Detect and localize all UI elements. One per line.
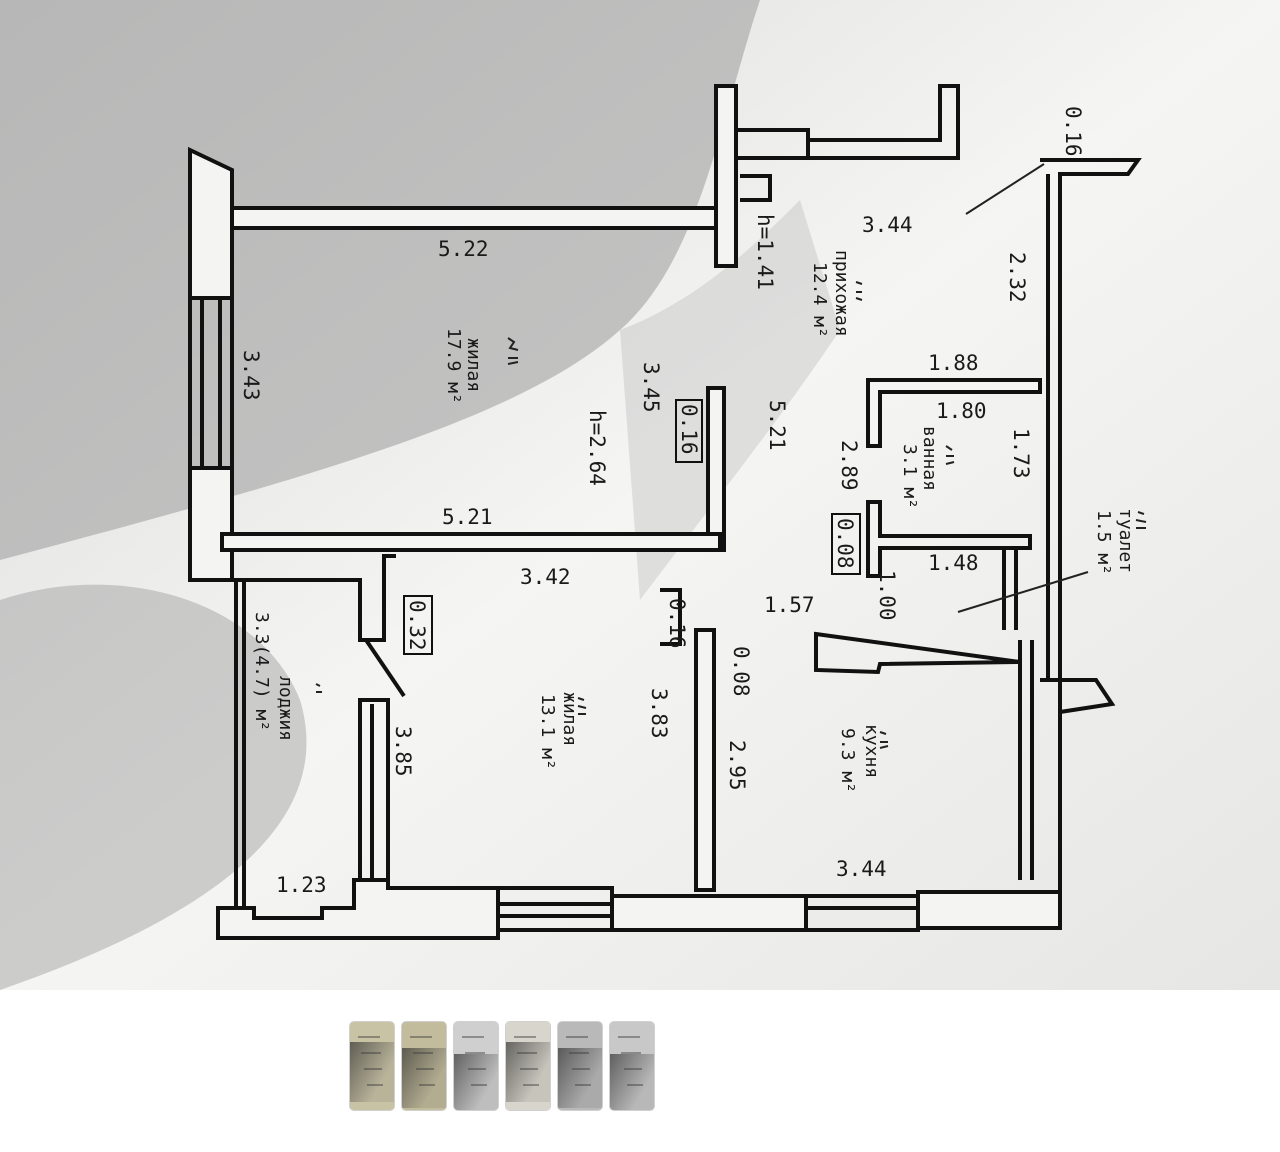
dim-label: 3.83 (647, 688, 671, 739)
gallery-thumbnail[interactable] (506, 1022, 550, 1110)
thumbnail-shadow (402, 1048, 446, 1108)
gallery-thumbnail[interactable] (454, 1022, 498, 1110)
dim-label: 0.16 (665, 598, 689, 649)
dim-label: 3.44 (862, 213, 913, 237)
thumbnail-plan-line (621, 1052, 641, 1054)
thumbnail-plan-line (416, 1068, 434, 1070)
room-name: лоджия (275, 676, 296, 741)
thumbnail-plan-line (624, 1068, 642, 1070)
room-area: 3.1 м² (899, 444, 920, 509)
room-name: прихожая (831, 250, 852, 337)
room-area: 12.4 м² (809, 262, 830, 338)
dim-label: 3.43 (239, 350, 263, 401)
dim-label: 1.57 (764, 593, 815, 617)
room-area: 1.5 м² (1093, 510, 1114, 575)
dim-label: 5.21 (442, 505, 493, 529)
dim-label: 2.89 (837, 440, 861, 491)
thumbnail-plan-line (569, 1052, 589, 1054)
dim-label: h=2.64 (585, 410, 609, 486)
shadow-center (620, 200, 840, 600)
thumbnail-shadow (454, 1054, 498, 1110)
gallery-thumbnail[interactable] (402, 1022, 446, 1110)
room-name: туалет (1115, 508, 1136, 573)
thumbnail-plan-line (514, 1036, 536, 1038)
gallery-thumbnail[interactable] (558, 1022, 602, 1110)
dim-label: 5.21 (765, 400, 789, 451)
gallery-thumbnail[interactable] (610, 1022, 654, 1110)
gallery-thumbnail[interactable] (350, 1022, 394, 1110)
thumbnail-shadow (506, 1042, 550, 1102)
dim-label: 1.00 (875, 570, 899, 621)
dim-label: 2.32 (1005, 252, 1029, 303)
dim-label: 1.73 (1009, 428, 1033, 479)
shadow-bottom-left (0, 584, 307, 990)
room-area: 13.1 м² (537, 694, 558, 770)
thumbnail-plan-line (575, 1084, 591, 1086)
dim-label: 1.48 (928, 551, 979, 575)
dim-label: 3.85 (391, 726, 415, 777)
thumbnail-plan-line (618, 1036, 640, 1038)
dim-label: 1.80 (936, 399, 987, 423)
room-name: жилая (463, 338, 484, 392)
thumbnail-plan-line (523, 1084, 539, 1086)
dim-label: 1.23 (276, 873, 327, 897)
room-name: ванная (919, 426, 940, 491)
floor-plan-drawing: 0.16 3.44 2.32 5.22 h=1.41 3.43 3.45 0.1… (0, 0, 1280, 990)
room-area: 17.9 м² (443, 328, 464, 404)
dim-label: 1.88 (928, 351, 979, 375)
thumbnail-plan-line (413, 1052, 433, 1054)
thumbnail-plan-line (462, 1036, 484, 1038)
thumbnail-plan-line (471, 1084, 487, 1086)
thumbnail-shadow (610, 1054, 654, 1110)
dim-label: h=1.41 (753, 214, 777, 290)
room-area: 3.3(4.7) м² (251, 612, 272, 731)
handwritten-marks (315, 281, 1147, 749)
dim-label: 3.45 (639, 362, 663, 413)
walls (188, 84, 1142, 940)
leader-lines (957, 163, 1089, 613)
room-name: жилая (559, 692, 580, 746)
thumbnail-plan-line (410, 1036, 432, 1038)
room-area: 9.3 м² (837, 728, 858, 793)
dim-label: 0.32 (405, 600, 429, 651)
room-labels: жилая 17.9 м² прихожая 12.4 м² ванная 3.… (251, 250, 1136, 793)
thumbnail-plan-line (520, 1068, 538, 1070)
thumbnail-plan-line (419, 1084, 435, 1086)
dim-label: 5.22 (438, 237, 489, 261)
thumbnail-plan-line (367, 1084, 383, 1086)
thumbnail-shadow (558, 1048, 602, 1108)
thumbnail-plan-line (468, 1068, 486, 1070)
thumbnail-plan-line (572, 1068, 590, 1070)
floor-plan-photo: 0.16 3.44 2.32 5.22 h=1.41 3.43 3.45 0.1… (0, 0, 1280, 990)
thumbnail-plan-line (361, 1052, 381, 1054)
thumbnail-plan-line (358, 1036, 380, 1038)
dimension-labels: 0.16 3.44 2.32 5.22 h=1.41 3.43 3.45 0.1… (239, 106, 1085, 897)
dim-label: 2.95 (725, 740, 749, 791)
thumbnail-shadow (350, 1042, 394, 1102)
dim-label: 3.42 (520, 565, 571, 589)
thumbnail-plan-line (566, 1036, 588, 1038)
thumbnail-plan-line (627, 1084, 643, 1086)
dim-label: 0.16 (1061, 106, 1085, 157)
thumbnail-plan-line (364, 1068, 382, 1070)
dim-label: 3.44 (836, 857, 887, 881)
dim-label: 0.16 (677, 404, 701, 455)
thumbnail-plan-line (517, 1052, 537, 1054)
dim-label: 0.08 (729, 646, 753, 697)
thumbnail-plan-line (465, 1052, 485, 1054)
thumbnail-strip (350, 1022, 654, 1110)
dim-label: 0.08 (833, 518, 857, 569)
room-name: кухня (861, 724, 882, 778)
